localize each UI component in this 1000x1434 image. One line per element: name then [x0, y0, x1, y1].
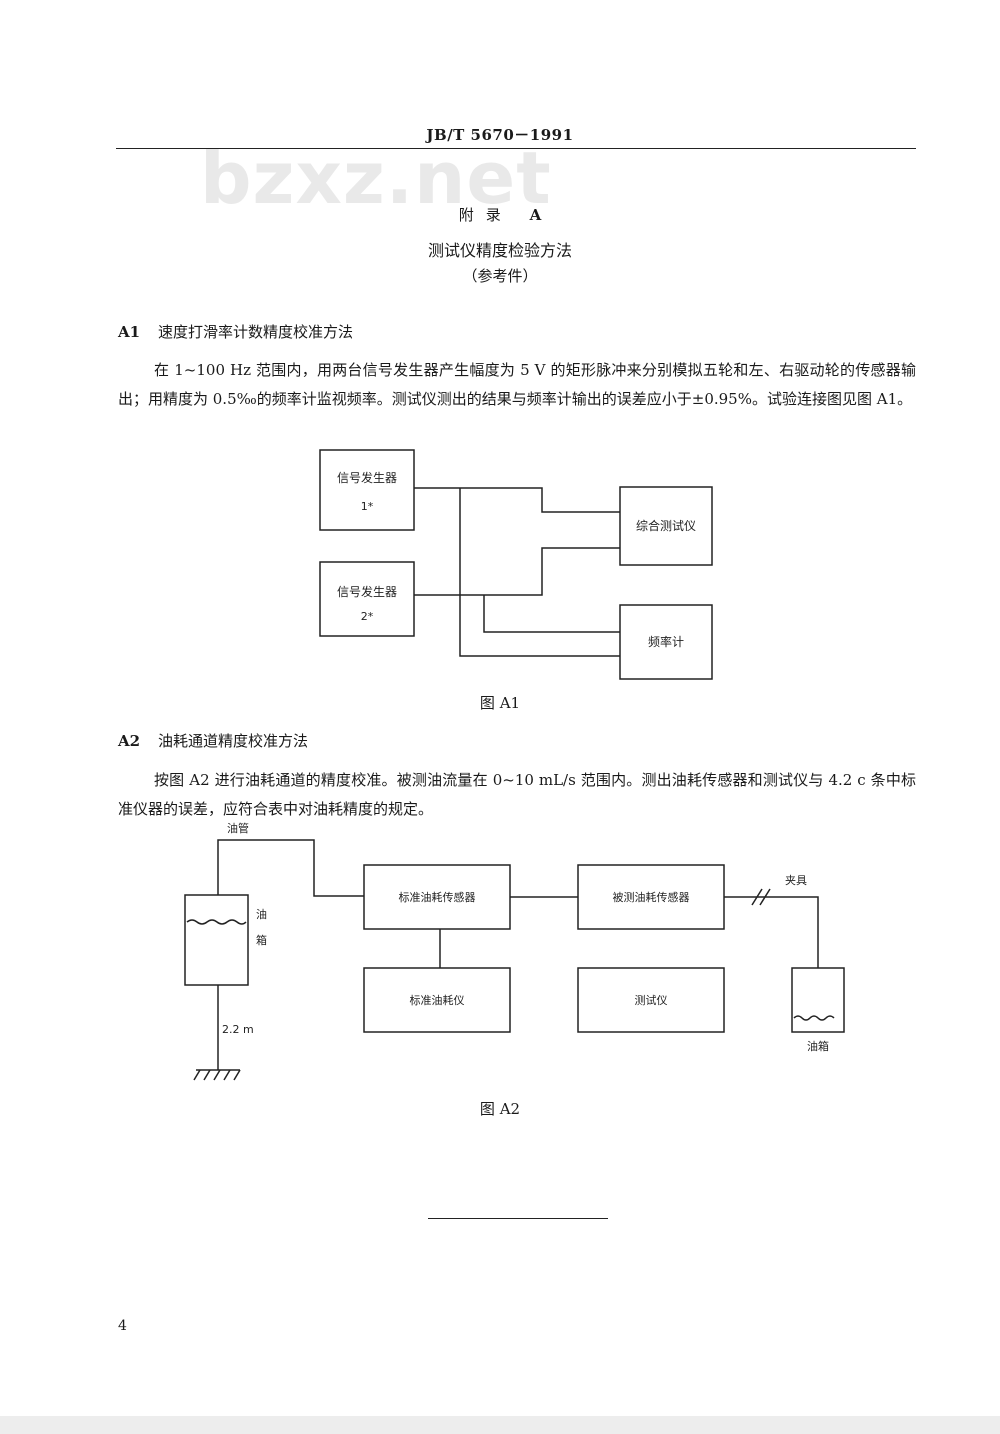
std-meter-box: [363, 967, 511, 1033]
std-meter-label: 标准油耗仪: [410, 993, 465, 1007]
left-tank-label-1: 油: [256, 907, 267, 921]
standard-code-header: JB/T 5670－1991: [426, 126, 574, 144]
gen2-number: 2*: [361, 610, 374, 623]
gen1-to-freq-line: [459, 488, 620, 657]
gen2-to-tester-line: [414, 547, 620, 596]
left-tank-label-2: 箱: [256, 933, 267, 947]
tester-label: 综合测试仪: [636, 518, 696, 533]
gen1-label: 信号发生器: [337, 470, 397, 485]
section-a1-paragraph: 在 1~100 Hz 范围内，用两台信号发生器产生幅度为 5 V 的矩形脉冲来分…: [118, 361, 916, 408]
figure-a2-caption: 图 A2: [479, 1100, 521, 1118]
page-number: 4: [118, 1318, 127, 1334]
gen2-box: [319, 561, 415, 637]
clamp-mark-2: [759, 888, 771, 906]
end-rule: [428, 1218, 608, 1219]
pipe-label: 油管: [227, 821, 249, 835]
gen2-label: 信号发生器: [337, 584, 397, 599]
freq-meter-label: 频率计: [648, 634, 684, 649]
ground-hatch: [193, 1069, 241, 1081]
appendix-note: （参考件）: [462, 267, 538, 285]
section-a2-paragraph: 按图 A2 进行油耗通道的精度校准。被测油流量在 0~10 mL/s 范围内。测…: [118, 771, 916, 818]
section-a2-title: 油耗通道精度校准方法: [158, 732, 309, 750]
tester-box: [619, 486, 713, 566]
oil-pipe-line: [217, 839, 364, 897]
gen2-to-freq-line: [483, 595, 620, 633]
section-a2-heading: A2 油耗通道精度校准方法: [118, 730, 308, 751]
section-a1-title: 速度打滑率计数精度校准方法: [158, 323, 354, 341]
appendix-label: 附录 A: [0, 204, 1000, 225]
section-a1-number: A1: [118, 323, 141, 341]
gen1-number: 1*: [361, 500, 374, 513]
std-sensor-label: 标准油耗传感器: [399, 890, 476, 904]
viewer-bottom-strip: [0, 1416, 1000, 1434]
clamp-mark-1: [751, 888, 763, 906]
outlet-pipe-line: [724, 896, 819, 968]
section-a1-heading: A1 速度打滑率计数精度校准方法: [118, 321, 353, 342]
right-tank: [791, 967, 845, 1033]
figure-a1-caption: 图 A1: [479, 694, 521, 712]
left-tank-oil-level: [186, 919, 247, 925]
tester-box-a2: [577, 967, 725, 1033]
header-rule: [116, 148, 916, 149]
left-tank: [184, 894, 249, 986]
appendix-label-prefix: 附录: [458, 206, 513, 224]
height-label: 2.2 m: [222, 1023, 254, 1036]
appendix-letter: A: [529, 206, 542, 224]
test-sensor-label: 被测油耗传感器: [613, 890, 690, 904]
gen1-to-tester-line: [414, 487, 620, 513]
tester-a2-label: 测试仪: [635, 994, 668, 1007]
clamp-label: 夹具: [785, 874, 807, 887]
gen1-box: [319, 449, 415, 531]
section-a2-number: A2: [118, 732, 141, 750]
appendix-title: 测试仪精度检验方法: [427, 241, 572, 260]
right-tank-oil-level: [793, 1015, 835, 1021]
freq-meter-box: [619, 604, 713, 680]
watermark: bzxz.net: [200, 136, 552, 220]
right-tank-label: 油箱: [807, 1039, 829, 1053]
